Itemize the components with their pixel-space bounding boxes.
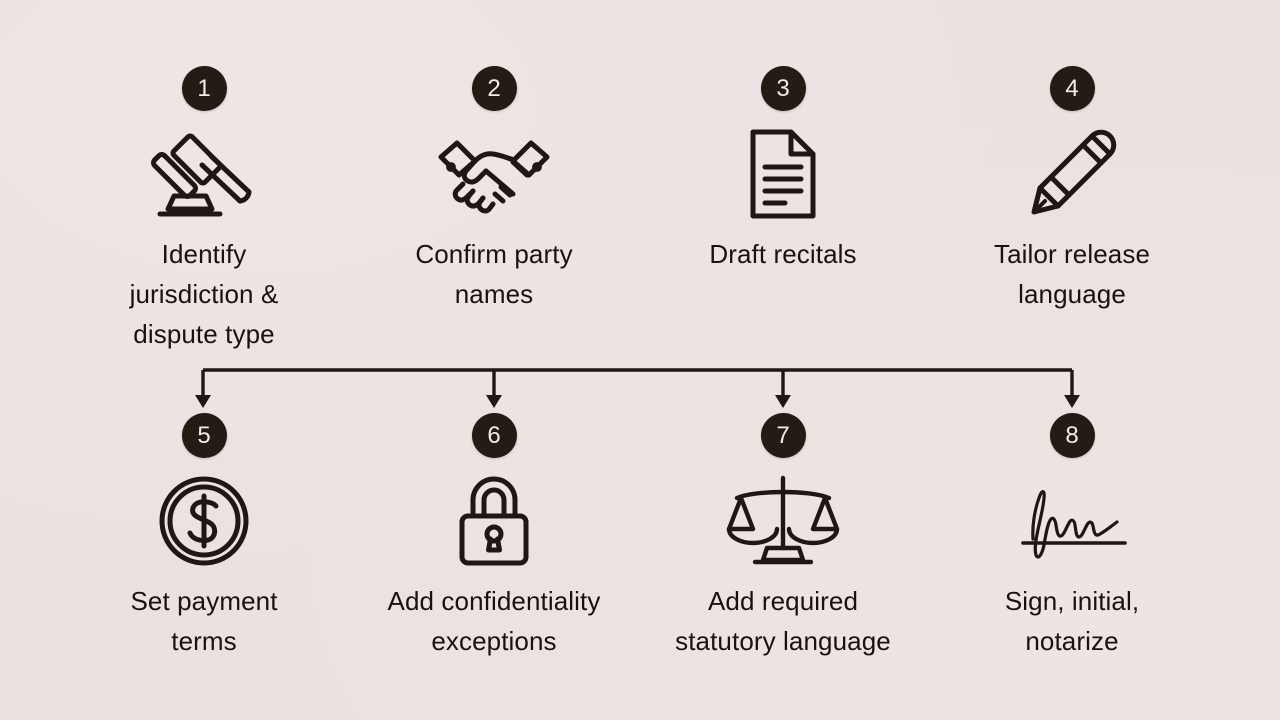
step-number-badge-6: 6 <box>471 413 517 458</box>
step-number-badge-4: 4 <box>1049 66 1095 111</box>
step-label-3: Draft recitals <box>709 239 857 269</box>
step-label-5: Set payment terms <box>130 586 278 656</box>
step-number-badge-8: 8 <box>1049 413 1095 458</box>
step-number-badge-5: 5 <box>181 413 227 458</box>
step-row-bottom: 5 Set payment terms 6 <box>0 413 1280 708</box>
step-number-badge-2: 2 <box>471 66 517 111</box>
step-label-2: Confirm party names <box>415 239 573 309</box>
flow-connector <box>195 368 1080 408</box>
step-number-badge-1: 1 <box>181 66 227 111</box>
coin-dollar-icon <box>158 471 250 571</box>
step-number-badge-7: 7 <box>760 413 806 458</box>
step-number-badge-3: 3 <box>760 66 806 111</box>
step-label-8: Sign, initial, notarize <box>1004 586 1140 656</box>
step-label-7: Add required statutory language <box>675 586 891 656</box>
step-label-4: Tailor release language <box>993 239 1151 309</box>
step-row-top: 1 Identify jurisdiction & dispute type <box>0 66 1280 356</box>
step-item-3[interactable]: 3 Draft recitals <box>658 66 908 274</box>
step-label-6: Add confidentiality exceptions <box>387 586 601 656</box>
document-icon <box>747 124 819 224</box>
lock-icon <box>457 471 531 571</box>
step-item-7[interactable]: 7 Add required statutory language <box>658 413 908 661</box>
signature-icon <box>1011 471 1133 571</box>
step-item-4[interactable]: 4 Tailor release language <box>947 66 1197 314</box>
step-item-5[interactable]: 5 Set payment terms <box>79 413 329 661</box>
scales-icon <box>726 471 840 571</box>
handshake-icon <box>435 124 553 224</box>
step-item-2[interactable]: 2 <box>369 66 619 314</box>
gavel-icon <box>148 124 260 224</box>
step-label-1: Identify jurisdiction & dispute type <box>129 239 279 349</box>
step-item-8[interactable]: 8 Sign, initial, notarize <box>947 413 1197 661</box>
step-item-1[interactable]: 1 Identify jurisdiction & dispute type <box>79 66 329 354</box>
step-item-6[interactable]: 6 Add confidentiality exceptions <box>369 413 619 661</box>
pencil-icon <box>1026 124 1118 224</box>
